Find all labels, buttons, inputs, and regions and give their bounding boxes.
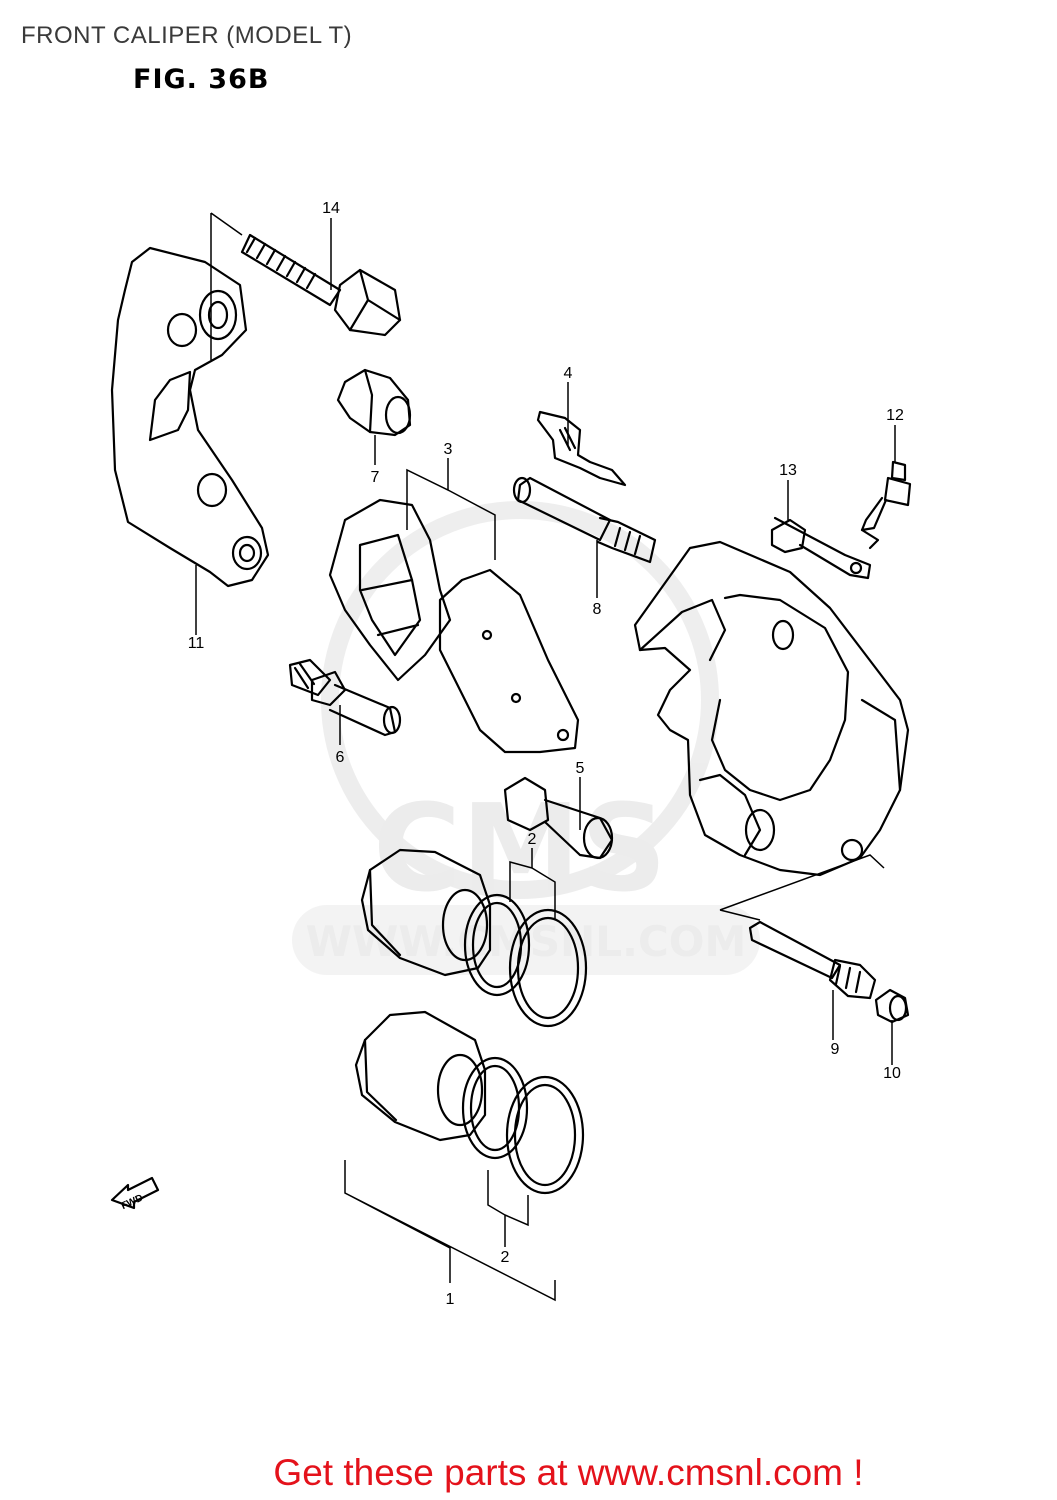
part-caliper-body [633,540,910,877]
part-pin-9 [748,920,877,1000]
figure-number: FIG. 36B [133,64,270,95]
part-piston-lower [354,1010,585,1195]
callout-4: 4 [564,365,573,382]
part-pin-6 [288,658,402,737]
callout-3: 3 [444,441,453,458]
callout-labels: 14 4 12 13 3 7 8 11 6 5 2 9 10 2 1 [188,200,904,1308]
part-bracket [110,246,270,588]
part-pin-8 [512,476,657,564]
callout-7: 7 [371,469,380,486]
part-bleeder-cap [770,516,872,580]
cta-link[interactable]: Get these parts at www.cmsnl.com ! [273,1452,864,1493]
cta-banner[interactable]: Get these parts at www.cmsnl.com ! [0,1452,1057,1494]
callout-2-lower: 2 [501,1249,510,1266]
part-piston-upper [360,848,588,1028]
part-brake-pads [328,498,580,754]
callout-5: 5 [576,760,585,777]
callout-10: 10 [883,1065,901,1082]
callout-14: 14 [322,200,340,217]
part-boot-7 [336,368,412,437]
callout-11: 11 [188,635,205,652]
exploded-parts-diagram: CMS WWW.CMSNL.COM [110,200,912,1308]
part-bleeder-12 [860,460,912,550]
callout-12: 12 [886,407,904,424]
callout-1: 1 [446,1291,455,1308]
callout-13: 13 [779,462,797,479]
fwd-label: FWD [120,1193,145,1213]
part-cap-10 [874,988,910,1024]
callout-6: 6 [336,749,345,766]
watermark: CMS WWW.CMSNL.COM [292,501,760,975]
part-pin-5 [503,776,614,860]
part-pad-spring [536,410,627,487]
callout-9: 9 [831,1041,840,1058]
page-title: FRONT CALIPER (MODEL T) [21,22,353,49]
fwd-arrow-icon [110,1176,160,1210]
watermark-logo: CMS [373,780,667,919]
leader-lines [195,212,896,1302]
callout-2-upper: 2 [528,831,537,848]
part-bolt-14 [240,233,402,337]
callout-8: 8 [593,601,602,618]
